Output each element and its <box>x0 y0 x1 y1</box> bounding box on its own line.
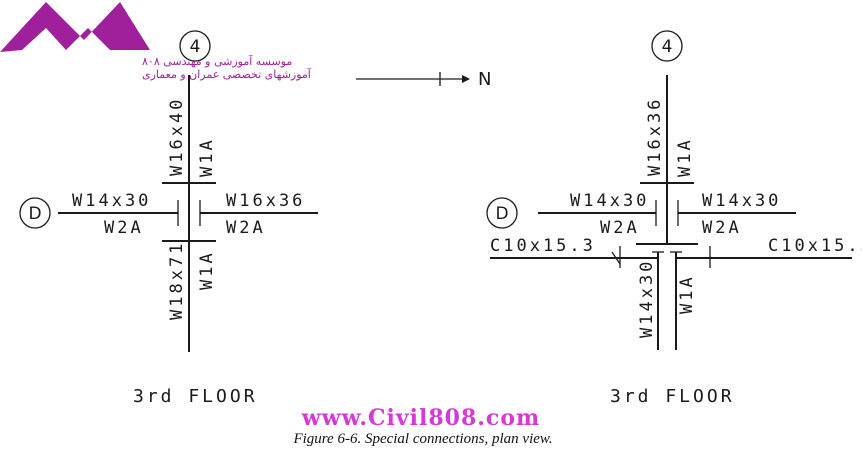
right-plan: 4 D W16x36 W1A W14x30 W2A W14x30 W2A C10… <box>486 30 862 407</box>
left-top-beam-size: W16x40 <box>167 97 187 176</box>
watermark: www.Civil808.com <box>301 405 541 431</box>
left-left-beam-size: W14x30 <box>72 191 151 211</box>
north-label: N <box>478 69 491 90</box>
right-floor-label: 3rd FLOOR <box>610 386 735 407</box>
right-right-beam-mark: W2A <box>702 218 742 238</box>
grid-bubble-4 <box>651 30 683 62</box>
left-top-beam-mark: W1A <box>197 137 217 177</box>
grid-bubble-4 <box>179 30 211 62</box>
left-right-beam-mark: W2A <box>226 218 266 238</box>
right-channel-left-label: C10x15.3 <box>490 236 596 256</box>
logo-mark-icon <box>0 2 150 52</box>
right-top-beam-mark: W1A <box>675 137 695 177</box>
right-right-beam-size: W14x30 <box>702 191 781 211</box>
grid-bubble-d <box>19 197 51 229</box>
right-channel-left-tick <box>611 251 621 265</box>
right-left-beam-mark: W2A <box>600 218 640 238</box>
right-channel-right-label: C10x15.3 <box>768 236 862 256</box>
left-left-beam-mark: W2A <box>104 218 144 238</box>
left-bottom-beam-mark: W1A <box>197 250 217 290</box>
logo-line-1: موسسه آموزشی و مهندسی ۸۰۸ <box>142 54 292 68</box>
logo: موسسه آموزشی و مهندسی ۸۰۸ آموزشهای تخصصی… <box>0 2 312 81</box>
north-arrow-head-icon <box>462 75 470 83</box>
grid-bubble-d <box>486 197 518 229</box>
left-bottom-beam-size: W18x71 <box>167 241 187 320</box>
figure-caption: Figure 6-6. Special connections, plan vi… <box>292 431 552 447</box>
left-floor-label: 3rd FLOOR <box>133 386 258 407</box>
left-grid-col-label: 4 <box>190 37 201 57</box>
left-right-beam-size: W16x36 <box>226 191 305 211</box>
left-plan: 4 D W16x40 W1A W14x30 W2A W16x36 W2A W18… <box>19 30 318 407</box>
left-grid-row-label: D <box>28 204 41 224</box>
right-left-beam-size: W14x30 <box>570 191 649 211</box>
right-bottom-beam-mark: W1A <box>677 274 697 314</box>
right-top-beam-size: W16x36 <box>645 97 665 176</box>
logo-line-2: آموزشهای تخصصی عمران و معماری <box>142 67 312 81</box>
right-grid-col-label: 4 <box>662 37 673 57</box>
right-grid-row-label: D <box>495 204 508 224</box>
north-arrow: N <box>356 69 491 90</box>
right-bottom-beam-size: W14x30 <box>637 259 657 338</box>
